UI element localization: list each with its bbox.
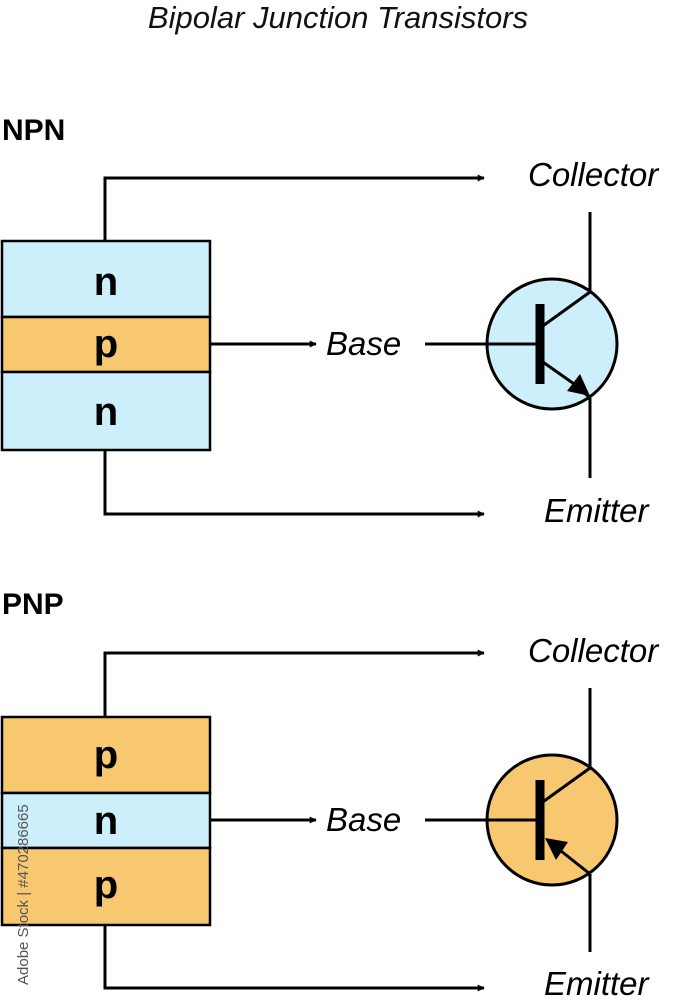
npn-emitter-arrow-icon [567,374,590,396]
pnp-layer-top-label: p [94,733,118,777]
npn-label: NPN [2,114,65,147]
pnp-collector-wire [103,649,485,717]
pnp-transistor-symbol [425,688,619,952]
npn-layer-middle [0,315,212,374]
npn-layer-middle-label: p [94,322,118,366]
npn-collector-wire [103,174,485,241]
pnp-layer-bottom-label: p [94,863,118,907]
pnp-layer-middle-label: n [94,799,118,843]
pnp-collector-label: Collector [528,632,660,669]
pnp-emitter-wire [103,925,485,992]
npn-layer-bottom-label: n [94,390,118,434]
npn-symbol-collector-line [539,290,591,330]
pnp-emitter-label: Emitter [544,965,651,1000]
npn-emitter-wire [103,450,485,518]
npn-layer-top-label: n [94,260,118,304]
diagram-title: Bipolar Junction Transistors [148,0,528,35]
pnp-emitter-arrow-icon [545,838,568,860]
npn-symbol-emitter-tail [578,387,592,400]
npn-collector-label: Collector [528,156,660,193]
npn-base-label: Base [326,325,401,362]
pnp-label: PNP [2,588,64,621]
npn-layer-top [0,239,212,319]
stock-credit: Adobe Stock | #470286665 [15,804,32,985]
npn-section: NPN n p n Collector Base Emitter [0,114,660,529]
pnp-section: PNP p n p Collector Base Emitter [0,588,660,1000]
pnp-symbol-collector-line [539,766,591,806]
pnp-symbol-emitter-line [555,845,591,876]
npn-transistor-symbol [425,212,619,478]
npn-symbol-emitter-line [539,358,578,388]
npn-emitter-label: Emitter [544,492,651,529]
pnp-base-label: Base [326,801,401,838]
